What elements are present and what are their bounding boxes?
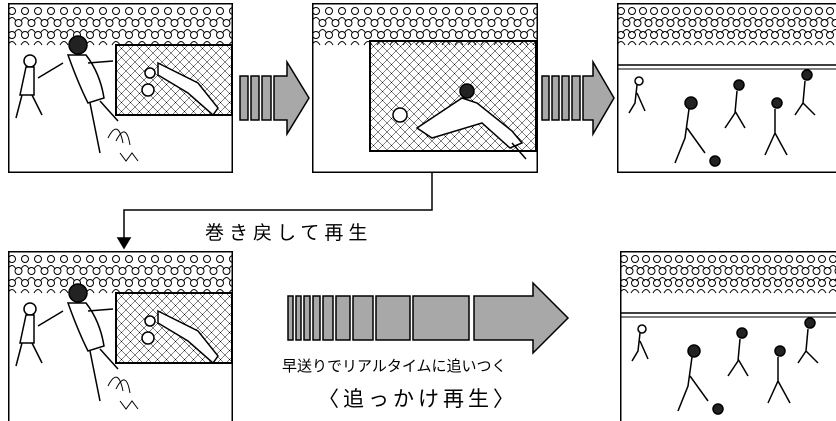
midfield-bottom-illustration	[620, 251, 836, 421]
arrow-fast-forward	[287, 281, 570, 355]
caption-rewind-play: 巻き戻して再生	[205, 222, 373, 244]
panel-keeper-dive	[312, 3, 538, 173]
arrow-top-1	[239, 59, 310, 137]
caption-fast-forward: 早送りでリアルタイムに追いつく	[282, 357, 507, 375]
keeper-dive-illustration	[312, 3, 538, 173]
panel-goal-scene-top	[8, 3, 233, 173]
panel-midfield-top	[617, 3, 836, 173]
arrow-top-2	[541, 59, 615, 137]
midfield-top-illustration	[617, 3, 836, 173]
rewind-connector	[116, 173, 433, 250]
goal-scene-bottom-illustration	[8, 251, 233, 421]
panel-goal-scene-bottom	[8, 251, 233, 421]
caption-chase-play: 〈追っかけ再生〉	[318, 387, 518, 411]
goal-scene-top-illustration	[8, 3, 233, 173]
panel-midfield-bottom	[620, 251, 836, 421]
